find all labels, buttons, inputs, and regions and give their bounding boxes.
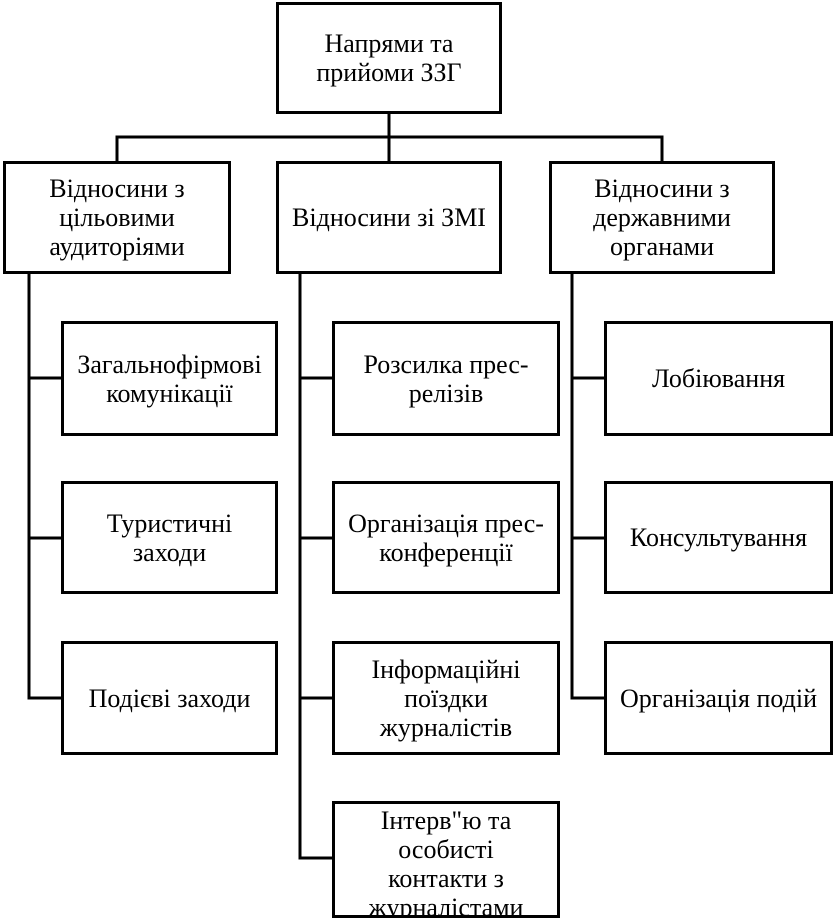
branch-node-label: Відносини з державними органами	[593, 174, 731, 261]
leaf-node-corporate-communications: Загальнофірмові комунікації	[61, 321, 278, 436]
leaf-node-label: Консультування	[629, 523, 808, 552]
leaf-node-label: Інтерв"ю та особисті контакти з журналіс…	[368, 806, 524, 918]
root-node: Напрями та прийоми ЗЗГ	[276, 2, 502, 114]
leaf-node-label: Організація подій	[619, 683, 818, 713]
leaf-node-tourist-events: Туристичні заходи	[61, 481, 278, 594]
leaf-node-label: Лобіювання	[651, 364, 786, 393]
leaf-node-event-activities: Подієві заходи	[61, 641, 278, 755]
leaf-node-label: Подієві заходи	[88, 683, 251, 713]
leaf-node-label: Загальнофірмові комунікації	[77, 349, 262, 408]
root-node-label: Напрями та прийоми ЗЗГ	[316, 29, 462, 87]
leaf-node-label: Організація прес- конференції	[348, 508, 544, 567]
branch-node-label: Відносини зі ЗМІ	[292, 203, 486, 232]
leaf-node-event-organization: Організація подій	[604, 641, 833, 755]
leaf-node-interviews: Інтерв"ю та особисті контакти з журналіс…	[332, 801, 560, 918]
leaf-node-press-conference: Організація прес- конференції	[332, 481, 560, 594]
leaf-node-consulting: Консультування	[604, 481, 833, 594]
branch-node-media: Відносини зі ЗМІ	[276, 161, 502, 274]
leaf-node-label: Розсилка прес- релізів	[363, 349, 529, 408]
leaf-node-lobbying: Лобіювання	[604, 321, 833, 436]
branch-node-government: Відносини з державними органами	[549, 161, 775, 274]
leaf-node-press-releases: Розсилка прес- релізів	[332, 321, 560, 436]
branch-node-target-audiences: Відносини з цільовими аудиторіями	[3, 161, 231, 274]
leaf-node-press-trips: Інформаційні поїздки журналістів	[332, 641, 560, 755]
leaf-node-label: Інформаційні поїздки журналістів	[371, 654, 521, 742]
branch-node-label: Відносини з цільовими аудиторіями	[49, 174, 185, 261]
leaf-node-label: Туристичні заходи	[106, 508, 233, 567]
